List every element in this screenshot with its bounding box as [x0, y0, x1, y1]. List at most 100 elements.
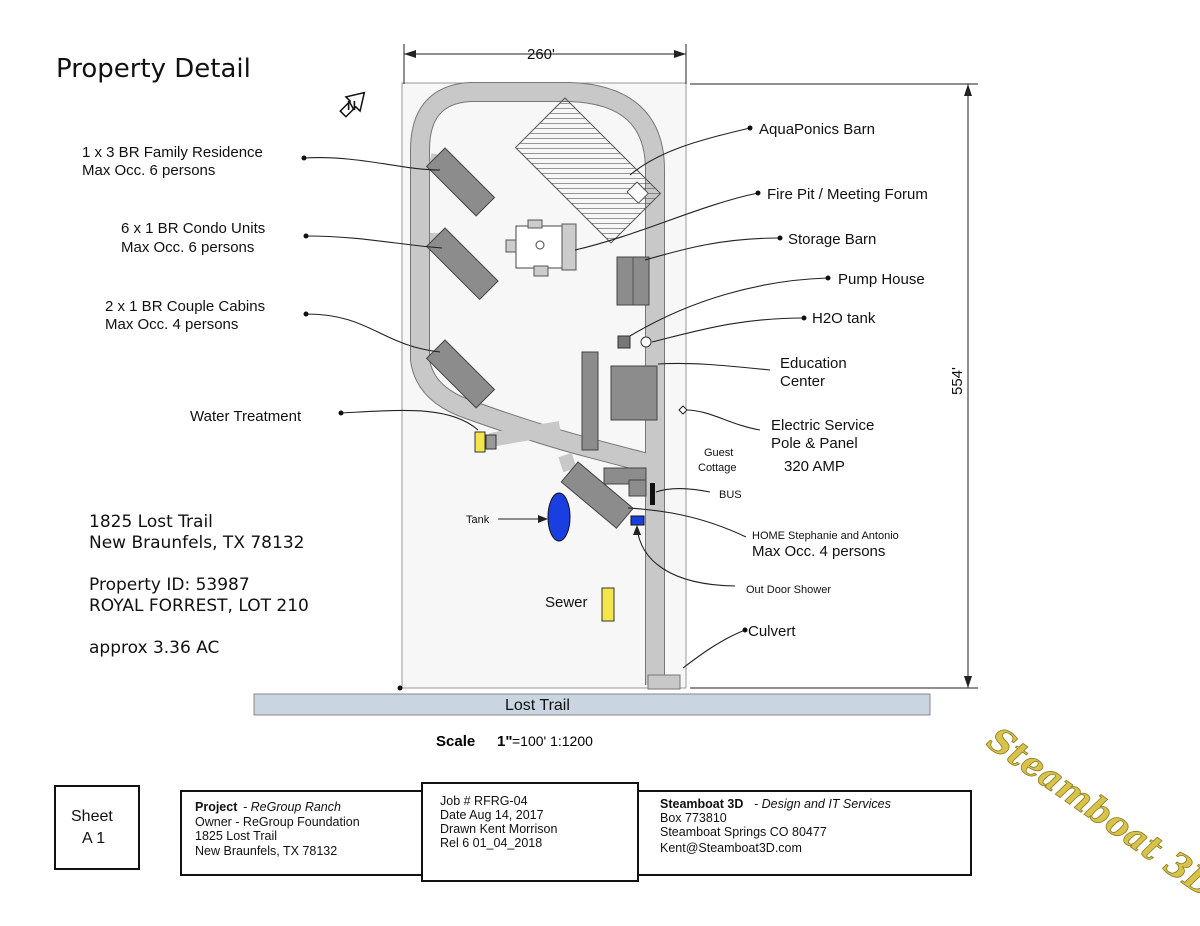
- leader-dot: [825, 275, 831, 281]
- label-water-treatment: Water Treatment: [190, 408, 302, 425]
- water-treatment-pump: [485, 434, 497, 450]
- label-aquaponics: AquaPonics Barn: [759, 121, 875, 138]
- tb-company-tag: - Design and IT Services: [754, 797, 891, 811]
- family-residence: [425, 147, 496, 217]
- forum-steps-top: [527, 219, 543, 229]
- guest-cottage-wing: [628, 479, 647, 497]
- label-electric-1: Electric Service: [771, 417, 874, 434]
- tb-addr1: 1825 Lost Trail: [195, 829, 277, 843]
- label-education-1: Education: [780, 355, 847, 372]
- condo-units: [425, 227, 499, 301]
- leader-dot: [338, 410, 344, 416]
- label-pump: Pump House: [838, 271, 925, 288]
- label-firepit: Fire Pit / Meeting Forum: [767, 186, 928, 203]
- label-condo-2: Max Occ. 6 persons: [121, 239, 254, 256]
- leader-cabins: [305, 313, 441, 353]
- couple-cabins: [425, 339, 496, 409]
- property-acreage: approx 3.36 AC: [89, 638, 219, 658]
- leader-dot: [301, 155, 307, 161]
- spur-water: [488, 421, 562, 447]
- leader-aquaponics: [629, 127, 751, 176]
- fire-pit: [535, 240, 545, 250]
- aquaponics-barn: [514, 97, 662, 244]
- sheet-line2: A 1: [82, 830, 105, 847]
- tb-rel: Rel 6 01_04_2018: [440, 836, 542, 850]
- leader-water: [340, 409, 479, 431]
- title-block-job: [421, 782, 639, 882]
- label-home-2: Max Occ. 4 persons: [752, 543, 885, 560]
- label-cabins-1: 2 x 1 BR Couple Cabins: [105, 298, 265, 315]
- label-tank: Tank: [466, 514, 490, 526]
- spur-home: [558, 452, 577, 473]
- label-education-2: Center: [780, 373, 825, 390]
- leader-dot: [747, 125, 753, 131]
- tb-addr2: New Braunfels, TX 78132: [195, 844, 337, 858]
- home-building: [560, 461, 634, 529]
- label-family-2: Max Occ. 6 persons: [82, 162, 215, 179]
- sheet-line1: Sheet: [71, 808, 113, 825]
- leader-dot: [755, 190, 761, 196]
- aquaponics-annex: [626, 181, 650, 204]
- tb-job: Job # RFRG-04: [440, 794, 528, 808]
- leader-pump: [629, 277, 829, 337]
- leader-condo: [305, 235, 443, 249]
- leader-dot: [742, 627, 748, 633]
- leader-family: [303, 157, 441, 171]
- leader-dot: [303, 233, 309, 239]
- tb-project-label: Project: [195, 800, 238, 814]
- steamboat-3d-logo: Steamboat 3D: [979, 719, 1200, 907]
- bus: [650, 483, 655, 505]
- label-bus: BUS: [719, 489, 742, 501]
- label-sewer: Sewer: [545, 594, 588, 611]
- leader-h2o: [651, 317, 805, 343]
- label-electric-3: 320 AMP: [784, 458, 845, 475]
- leader-dot: [777, 235, 783, 241]
- width-arrow-left: [404, 50, 416, 58]
- lot-corner-dot: [397, 685, 403, 691]
- label-road: Lost Trail: [505, 697, 570, 714]
- leader-home: [627, 507, 747, 538]
- leader-tank-arrow: [538, 515, 548, 523]
- width-arrow-right: [674, 50, 686, 58]
- tb-city: Steamboat Springs CO 80477: [660, 825, 827, 839]
- leader-dot: [303, 311, 309, 317]
- leader-electric: [685, 409, 761, 431]
- education-center: [610, 365, 658, 421]
- leader-storage: [644, 237, 781, 261]
- leader-firepit: [574, 192, 759, 251]
- water-treatment-unit: [474, 431, 486, 453]
- page-title: Property Detail: [56, 54, 251, 84]
- height-dimension: 554': [949, 367, 966, 395]
- leader-bus: [655, 488, 711, 493]
- height-arrow-bottom: [964, 676, 972, 688]
- forum-steps-bottom: [533, 265, 549, 277]
- sewer: [601, 587, 615, 622]
- forum-steps: [561, 223, 577, 271]
- width-dimension: 260': [527, 46, 555, 63]
- height-arrow-top: [964, 84, 972, 96]
- label-culvert: Culvert: [748, 623, 796, 640]
- tb-date: Date Aug 14, 2017: [440, 808, 544, 822]
- forum-steps-left: [505, 239, 517, 253]
- leader-culvert: [682, 629, 746, 669]
- pump-house: [617, 335, 631, 349]
- culvert-end: [647, 674, 681, 690]
- leader-shower: [636, 526, 736, 587]
- electric-marker: [678, 405, 688, 415]
- scale-label: Scale: [436, 733, 475, 750]
- scale-rest: =100' 1:1200: [512, 733, 593, 749]
- label-h2o: H2O tank: [812, 310, 876, 327]
- outdoor-shower: [630, 515, 645, 526]
- leader-dot: [801, 315, 807, 321]
- leader-shower-arrow: [633, 525, 641, 535]
- logo-text: Steamboat 3D: [980, 720, 1200, 907]
- scale-value: 1": [497, 733, 512, 750]
- tb-project-name: - ReGroup Ranch: [243, 800, 341, 814]
- property-lot-text: ROYAL FORREST, LOT 210: [89, 596, 309, 616]
- tb-owner: Owner - ReGroup Foundation: [195, 815, 360, 829]
- address-line2: New Braunfels, TX 78132: [89, 533, 304, 553]
- label-cabins-2: Max Occ. 4 persons: [105, 316, 238, 333]
- education-walkway: [581, 351, 599, 451]
- fire-pit-forum: [515, 225, 567, 269]
